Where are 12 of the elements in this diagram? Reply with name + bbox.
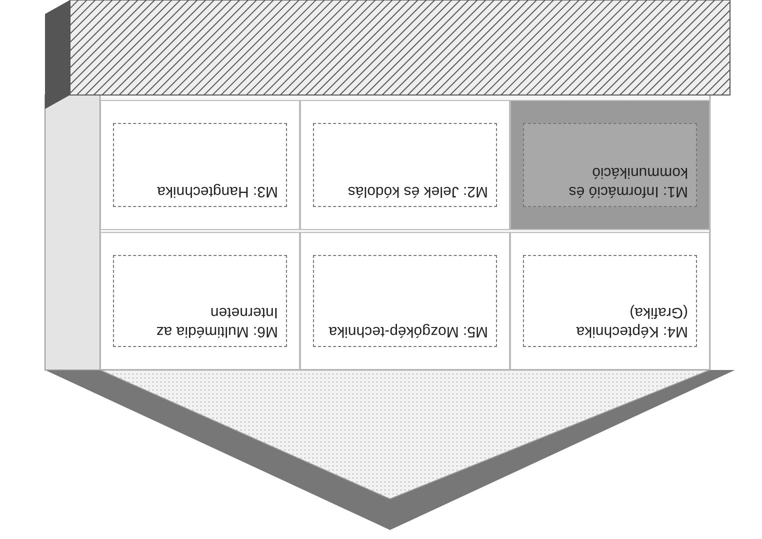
module-cell	[100, 232, 300, 370]
module-cell	[300, 232, 510, 370]
module-label: M2: Jelek és kódolás	[346, 182, 488, 200]
module-label: M3: Hangtechnika	[156, 182, 278, 200]
module-cell	[510, 100, 710, 230]
module-label: M5: Mozgókép-technika	[328, 322, 488, 340]
module-label: M1: Információ és kommunikáció	[568, 163, 688, 200]
module-label: M6: Multimédia az Interneten	[155, 303, 278, 340]
module-cell	[300, 100, 510, 230]
module-cell	[100, 100, 300, 230]
module-cell	[510, 232, 710, 370]
module-label: M4: Képtechnika (Grafika)	[575, 303, 688, 340]
